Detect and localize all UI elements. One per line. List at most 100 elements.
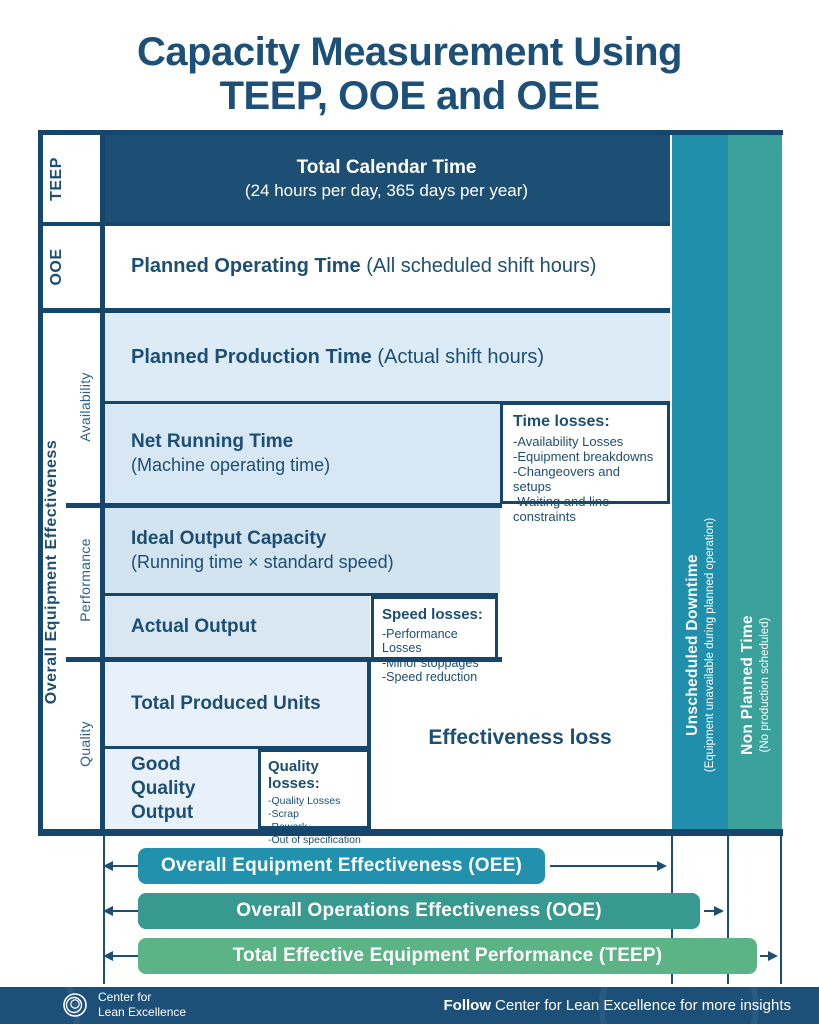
planned-operating-time-title: Planned Operating Time — [131, 254, 361, 277]
planned-production-time-box: Planned Production Time (Actual shift ho… — [103, 313, 670, 401]
loss-item: -Performance Losses — [382, 627, 458, 656]
rail-label-performance: Performance — [77, 538, 93, 622]
total-calendar-time-box: Total Calendar Time (24 hours per day, 3… — [103, 135, 670, 222]
planned-operating-time-text: Planned Operating Time (All scheduled sh… — [131, 255, 670, 278]
unscheduled-downtime-title: Unscheduled Downtime — [684, 554, 702, 736]
teep-right-arrowhead-icon — [768, 951, 778, 961]
time-losses-heading: Time losses: — [513, 413, 610, 430]
oee-measure-bar: Overall Equipment Effectiveness (OEE) — [138, 848, 545, 884]
loss-item: -Availability Losses — [513, 434, 624, 449]
non-planned-time-column — [728, 131, 782, 836]
quality-losses-box: Quality losses: -Quality Losses-Scrap-Re… — [258, 749, 370, 860]
ooe-measure-bar: Overall Operations Effectiveness (OOE) — [138, 893, 700, 929]
footer-decoration — [599, 987, 759, 1024]
loss-item: -Speed reduction — [382, 670, 478, 685]
speed-losses-box: Speed losses: -Performance Losses-Minor … — [371, 596, 498, 684]
loss-item: -Waiting and line constraints — [513, 494, 610, 525]
planned-production-time-subtitle: (Actual shift hours) — [371, 345, 545, 368]
availability-performance-divider — [66, 503, 502, 508]
diagram-bottom-border — [38, 829, 783, 836]
content-left-border — [100, 130, 105, 836]
page-title: Capacity Measurement Using TEEP, OOE and… — [0, 30, 819, 118]
loss-item: -Quality Losses — [268, 795, 341, 807]
teep-measure-bar: Total Effective Equipment Performance (T… — [138, 938, 757, 974]
time-losses-box: Time losses: -Availability Losses-Equipm… — [500, 402, 670, 524]
teep-right-arrow-line — [760, 955, 770, 957]
rail-label-ooe: OOE — [48, 248, 65, 286]
ideal-output-capacity-title: Ideal Output Capacity — [131, 528, 327, 550]
speed-losses-heading: Speed losses: — [382, 606, 483, 623]
unscheduled-downtime-column — [672, 131, 728, 836]
oee-right-arrowhead-icon — [657, 861, 667, 871]
total-produced-good-quality-divider — [102, 746, 370, 749]
ooe-oee-divider — [38, 308, 670, 313]
page-title-line1: Capacity Measurement Using — [137, 30, 682, 74]
net-running-time-title: Net Running Time — [131, 431, 294, 453]
loss-item: -Scrap — [268, 808, 299, 821]
planned-production-net-running-divider — [102, 401, 670, 404]
footer-bar: Center for Lean Excellence Follow Center… — [0, 987, 819, 1024]
non-planned-time-label: Non Planned Time (No production schedule… — [730, 408, 780, 962]
oee-left-arrowhead-icon — [103, 861, 113, 871]
guide-line-right-edge — [780, 836, 782, 984]
oee-right-arrow-line — [550, 865, 658, 867]
rail-label-oee: Overall Equipment Effectiveness — [43, 439, 60, 705]
guide-line-nonplanned-left — [727, 836, 729, 984]
planned-production-time-title: Planned Production Time — [131, 345, 372, 368]
time-losses-list: -Availability Losses-Equipment breakdown… — [513, 434, 661, 524]
diagram-top-border — [38, 130, 783, 135]
quality-section-right-border — [367, 660, 371, 831]
rail-label-quality: Quality — [77, 721, 93, 767]
teep-measure-label: Total Effective Equipment Performance (T… — [232, 945, 663, 966]
footer-follow-bold: Follow — [443, 997, 492, 1014]
teep-ooe-divider — [38, 222, 670, 226]
page-title-line2: TEEP, OOE and OEE — [219, 74, 600, 118]
ideal-output-capacity-subtitle: (Running time × standard speed) — [131, 552, 394, 573]
ooe-measure-label: Overall Operations Effectiveness (OOE) — [236, 900, 602, 921]
total-calendar-time-subtitle: (24 hours per day, 365 days per year) — [244, 180, 529, 200]
rail-label-availability: Availability — [77, 372, 93, 442]
unscheduled-downtime-subtitle: (Equipment unavailable during planned op… — [703, 517, 716, 773]
oee-left-arrow-line — [111, 865, 138, 867]
logo-text-line2: Lean Excellence — [98, 1005, 187, 1019]
rail-label-teep: TEEP — [48, 157, 65, 201]
performance-quality-divider — [66, 657, 502, 662]
planned-production-time-text: Planned Production Time (Actual shift ho… — [131, 346, 670, 369]
speed-losses-list: -Performance Losses-Minor stoppages-Spee… — [382, 627, 491, 685]
concentric-rings-logo-icon — [63, 993, 87, 1017]
loss-item: -Equipment breakdowns — [513, 449, 654, 465]
actual-output-box: Actual Output — [103, 596, 370, 657]
teep-left-arrowhead-icon — [103, 951, 113, 961]
footer-follow-rest: Center for Lean Excellence for more insi… — [495, 997, 791, 1014]
footer-decoration — [0, 987, 80, 1024]
actual-output-title: Actual Output — [131, 615, 257, 637]
diagram-left-rail — [38, 130, 43, 836]
logo-text: Center for Lean Excellence — [98, 990, 186, 1020]
logo-text-line1: Center for — [98, 990, 152, 1004]
teep-left-arrow-line — [111, 955, 138, 957]
total-produced-units-box: Total Produced Units — [103, 662, 367, 746]
planned-operating-time-subtitle: (All scheduled shift hours) — [360, 254, 597, 277]
net-running-time-box: Net Running Time (Machine operating time… — [103, 404, 500, 503]
footer-follow-text: Follow Center for Lean Excellence for mo… — [444, 987, 791, 1024]
ooe-left-arrow-line — [111, 910, 138, 912]
total-calendar-time-title: Total Calendar Time — [296, 157, 477, 178]
good-quality-output-box: Good Quality Output — [103, 749, 258, 829]
unscheduled-downtime-label: Unscheduled Downtime (Equipment unavaila… — [673, 325, 727, 965]
non-planned-time-title: Non Planned Time — [739, 615, 757, 755]
ooe-right-arrow-line — [704, 910, 716, 912]
ideal-output-capacity-box: Ideal Output Capacity (Running time × st… — [103, 508, 500, 593]
non-planned-time-subtitle: (No production scheduled) — [758, 617, 771, 753]
planned-operating-time-box: Planned Operating Time (All scheduled sh… — [103, 226, 670, 306]
oee-measure-label: Overall Equipment Effectiveness (OEE) — [160, 855, 523, 876]
effectiveness-loss-label: Effectiveness loss — [428, 726, 612, 749]
ooe-left-arrowhead-icon — [103, 906, 113, 916]
good-quality-output-title: Good Quality Output — [131, 754, 196, 823]
ideal-actual-divider — [102, 593, 498, 596]
net-running-time-subtitle: (Machine operating time) — [131, 455, 331, 476]
total-produced-units-title: Total Produced Units — [131, 693, 321, 715]
ooe-right-arrowhead-icon — [714, 906, 724, 916]
quality-losses-heading: Quality losses: — [268, 758, 320, 792]
loss-item: -Changeovers and setups — [513, 464, 620, 495]
